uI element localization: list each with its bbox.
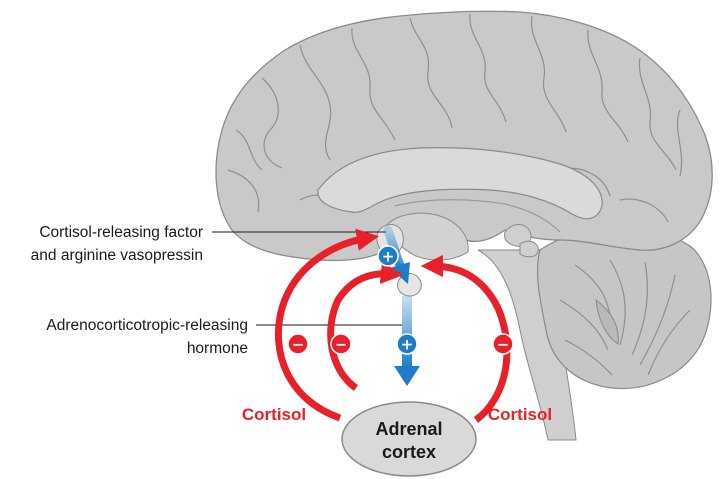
crf-label-line2: and arginine vasopressin (31, 247, 203, 264)
cortisol-label-left: Cortisol (242, 405, 306, 424)
minus-circle-icon: − (288, 334, 308, 354)
svg-text:+: + (401, 336, 414, 354)
svg-text:+: + (382, 248, 395, 266)
minus-circle-icon: − (493, 334, 513, 354)
svg-text:−: − (497, 336, 510, 354)
feedback-arrow-outer-left (278, 238, 368, 418)
adrenal-cortex-label-2: cortex (382, 442, 436, 462)
minus-circle-icon: − (331, 334, 351, 354)
svg-text:−: − (335, 336, 348, 354)
plus-circle-icon: + (378, 246, 398, 266)
svg-text:−: − (292, 336, 305, 354)
acth-label-line2: hormone (187, 340, 248, 357)
cerebrum (216, 11, 712, 260)
acth-label-line1: Adrenocorticotropic-releasing (46, 317, 248, 334)
plus-circle-icon: + (397, 334, 417, 354)
cerebellum (538, 228, 712, 389)
adrenal-cortex-label-1: Adrenal (375, 419, 442, 439)
feedback-arrow-inner-left (331, 274, 392, 388)
acth-arrow-shaft (402, 296, 412, 368)
cortisol-label-right: Cortisol (488, 405, 552, 424)
crf-label-line1: Cortisol-releasing factor (39, 224, 203, 241)
acth-arrowhead (394, 366, 420, 386)
adrenal-cortex-node: Adrenal cortex (342, 402, 476, 476)
